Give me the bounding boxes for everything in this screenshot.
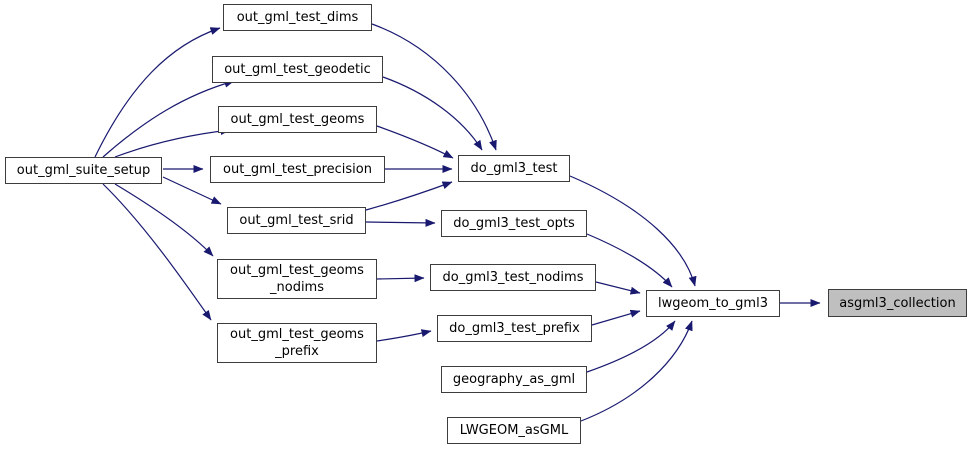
node-out_gml_suite_setup[interactable]: out_gml_suite_setup [5, 157, 162, 184]
node-do_gml3_test_nodims[interactable]: do_gml3_test_nodims [430, 264, 596, 291]
node-do_gml3_test_prefix[interactable]: do_gml3_test_prefix [437, 315, 592, 342]
edge-suite-setup-to-test-geoms [114, 127, 231, 158]
node-out_gml_test_srid[interactable]: out_gml_test_srid [227, 207, 366, 234]
edge-test-srid-to-do-opts [365, 218, 436, 227]
edge-test-dims-to-do-test [371, 23, 497, 151]
node-out_gml_test_geoms_nodims[interactable]: out_gml_test_geoms _nodims [217, 259, 377, 299]
edge-geography-to-lwgeom [586, 320, 676, 373]
node-out_gml_test_geoms[interactable]: out_gml_test_geoms [218, 106, 377, 133]
node-asgml3_collection: asgml3_collection [828, 289, 967, 317]
edge-do-test-to-lwgeom [569, 175, 697, 287]
edge-do-prefix-to-lwgeom [591, 309, 641, 326]
node-out_gml_test_precision[interactable]: out_gml_test_precision [210, 156, 385, 183]
edge-suite-setup-to-test-srid [162, 176, 222, 205]
edge-suite-setup-to-geoms-prefix [102, 183, 212, 321]
node-out_gml_test_geoms_prefix[interactable]: out_gml_test_geoms _prefix [217, 323, 377, 363]
edge-suite-setup-to-test-dims [94, 27, 221, 158]
edge-do-nodims-to-lwgeom [595, 281, 641, 295]
node-lwgeom_to_gml3[interactable]: lwgeom_to_gml3 [646, 290, 780, 317]
node-do_gml3_test_opts[interactable]: do_gml3_test_opts [441, 210, 587, 237]
edge-lwgeom-asgml-to-lwgeom [580, 320, 693, 422]
node-out_gml_test_geodetic[interactable]: out_gml_test_geodetic [212, 56, 383, 83]
node-do_gml3_test[interactable]: do_gml3_test [458, 155, 570, 182]
edge-suite-setup-to-test-geodetic [102, 79, 235, 158]
edge-test-srid-to-do-test [365, 181, 453, 211]
edge-test-geoms-to-do-test [376, 125, 454, 159]
edge-test-geodetic-to-do-test [382, 76, 483, 151]
edge-do-opts-to-lwgeom [586, 233, 673, 288]
edge-suite-setup-to-geoms-nodims [114, 183, 214, 257]
edge-geoms-nodims-to-do-nodims [376, 274, 425, 283]
node-geography_as_gml[interactable]: geography_as_gml [441, 366, 587, 393]
node-out_gml_test_dims[interactable]: out_gml_test_dims [223, 4, 372, 31]
node-LWGEOM_asGML[interactable]: LWGEOM_asGML [447, 417, 581, 444]
edge-geoms-prefix-to-do-prefix [376, 329, 432, 342]
